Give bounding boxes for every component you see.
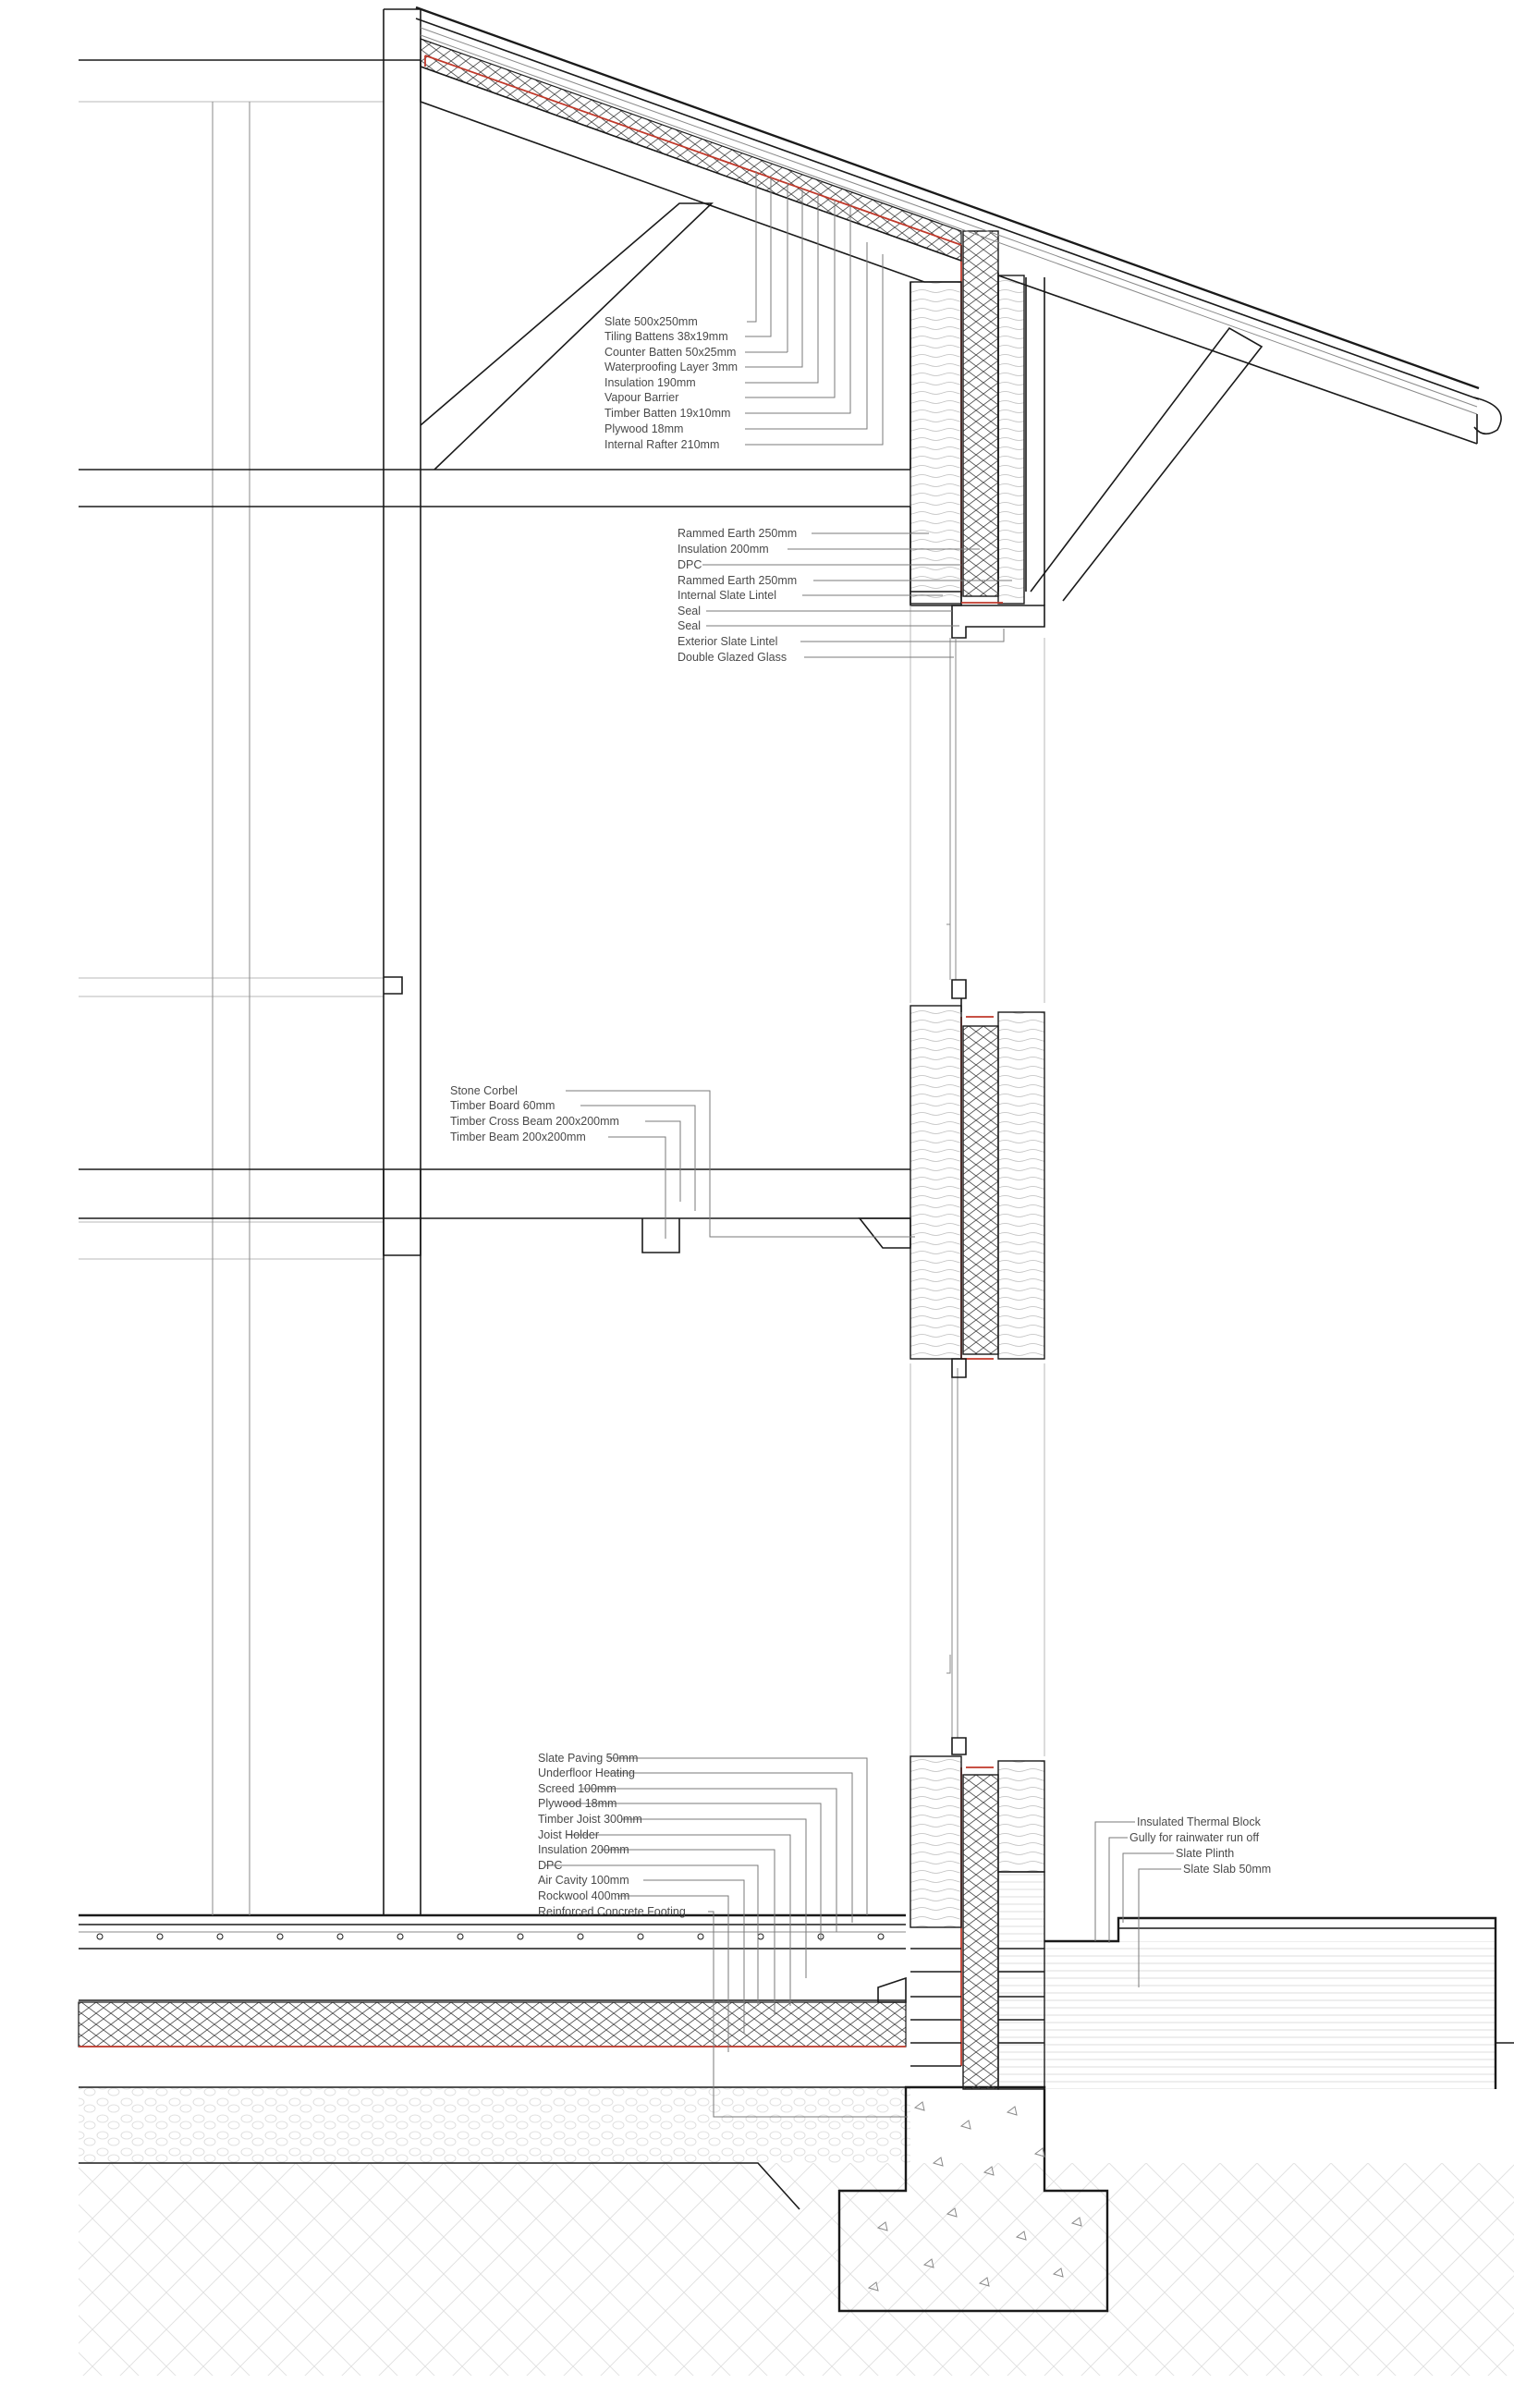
- roof-assembly: [415, 6, 1502, 445]
- external-wall: [910, 230, 1045, 2090]
- label-timber-joist: Timber Joist 300mm: [538, 1813, 642, 1826]
- label-roof-plywood: Plywood 18mm: [604, 422, 683, 435]
- label-double-glazed-glass: Double Glazed Glass: [678, 651, 787, 664]
- label-stone-corbel: Stone Corbel: [450, 1084, 518, 1097]
- label-slate-plinth: Slate Plinth: [1176, 1847, 1234, 1860]
- exterior-labels: Insulated Thermal Block Gully for rainwa…: [1129, 1815, 1271, 1876]
- ground-labels: Slate Paving 50mm Underfloor Heating Scr…: [538, 1752, 686, 1918]
- label-roof-insulation: Insulation 190mm: [604, 376, 696, 389]
- concrete-footing: [837, 2085, 1109, 2313]
- timber-frame: [79, 8, 1264, 1915]
- label-internal-slate-lintel: Internal Slate Lintel: [678, 589, 776, 602]
- label-wall-dpc: DPC: [678, 558, 702, 571]
- label-tiling-battens: Tiling Battens 38x19mm: [604, 330, 728, 343]
- wall-labels: Rammed Earth 250mm Insulation 200mm DPC …: [678, 527, 797, 664]
- label-wall-insulation: Insulation 200mm: [678, 543, 769, 556]
- label-vapour-barrier: Vapour Barrier: [604, 391, 678, 404]
- label-ground-dpc: DPC: [538, 1859, 562, 1872]
- exterior-leaders: [1094, 1821, 1181, 1987]
- label-rammed-earth-1: Rammed Earth 250mm: [678, 527, 797, 540]
- label-internal-rafter: Internal Rafter 210mm: [604, 438, 719, 451]
- label-timber-cross-beam: Timber Cross Beam 200x200mm: [450, 1115, 619, 1128]
- ground-soil: [79, 2086, 1514, 2376]
- roof-labels: Slate 500x250mm Tiling Battens 38x19mm C…: [604, 315, 738, 451]
- label-concrete-footing: Reinforced Concrete Footing: [538, 1905, 686, 1918]
- ground-floor-buildup: [78, 1913, 907, 2047]
- roof-leaders: [745, 171, 884, 446]
- label-screed: Screed 100mm: [538, 1782, 617, 1795]
- exterior-plinth: [1044, 1916, 1514, 2089]
- label-thermal-block: Insulated Thermal Block: [1137, 1815, 1262, 1828]
- wall-leaders: [702, 532, 1012, 658]
- label-joist-holder: Joist Holder: [538, 1828, 599, 1841]
- label-seal-2: Seal: [678, 619, 701, 632]
- label-ground-insulation: Insulation 200mm: [538, 1843, 629, 1856]
- label-exterior-slate-lintel: Exterior Slate Lintel: [678, 635, 777, 648]
- label-waterproofing: Waterproofing Layer 3mm: [604, 361, 738, 373]
- label-ground-plywood: Plywood 18mm: [538, 1797, 617, 1810]
- label-seal-1: Seal: [678, 605, 701, 617]
- label-air-cavity: Air Cavity 100mm: [538, 1874, 629, 1887]
- floor1-labels: Stone Corbel Timber Board 60mm Timber Cr…: [450, 1084, 619, 1143]
- label-slate-paving: Slate Paving 50mm: [538, 1752, 638, 1765]
- label-underfloor-heating: Underfloor Heating: [538, 1766, 635, 1779]
- label-counter-batten: Counter Batten 50x25mm: [604, 346, 736, 359]
- label-timber-board: Timber Board 60mm: [450, 1099, 555, 1112]
- label-timber-beam: Timber Beam 200x200mm: [450, 1131, 586, 1143]
- ground-leaders: [545, 1757, 908, 2118]
- floor1-leaders: [566, 1090, 915, 1239]
- label-slate: Slate 500x250mm: [604, 315, 698, 328]
- label-timber-batten: Timber Batten 19x10mm: [604, 407, 730, 420]
- label-gully: Gully for rainwater run off: [1129, 1831, 1260, 1844]
- label-rammed-earth-2: Rammed Earth 250mm: [678, 574, 797, 587]
- label-rockwool: Rockwool 400mm: [538, 1889, 629, 1902]
- double-glazed-glass: [910, 605, 1045, 1756]
- label-slate-slab: Slate Slab 50mm: [1183, 1863, 1271, 1876]
